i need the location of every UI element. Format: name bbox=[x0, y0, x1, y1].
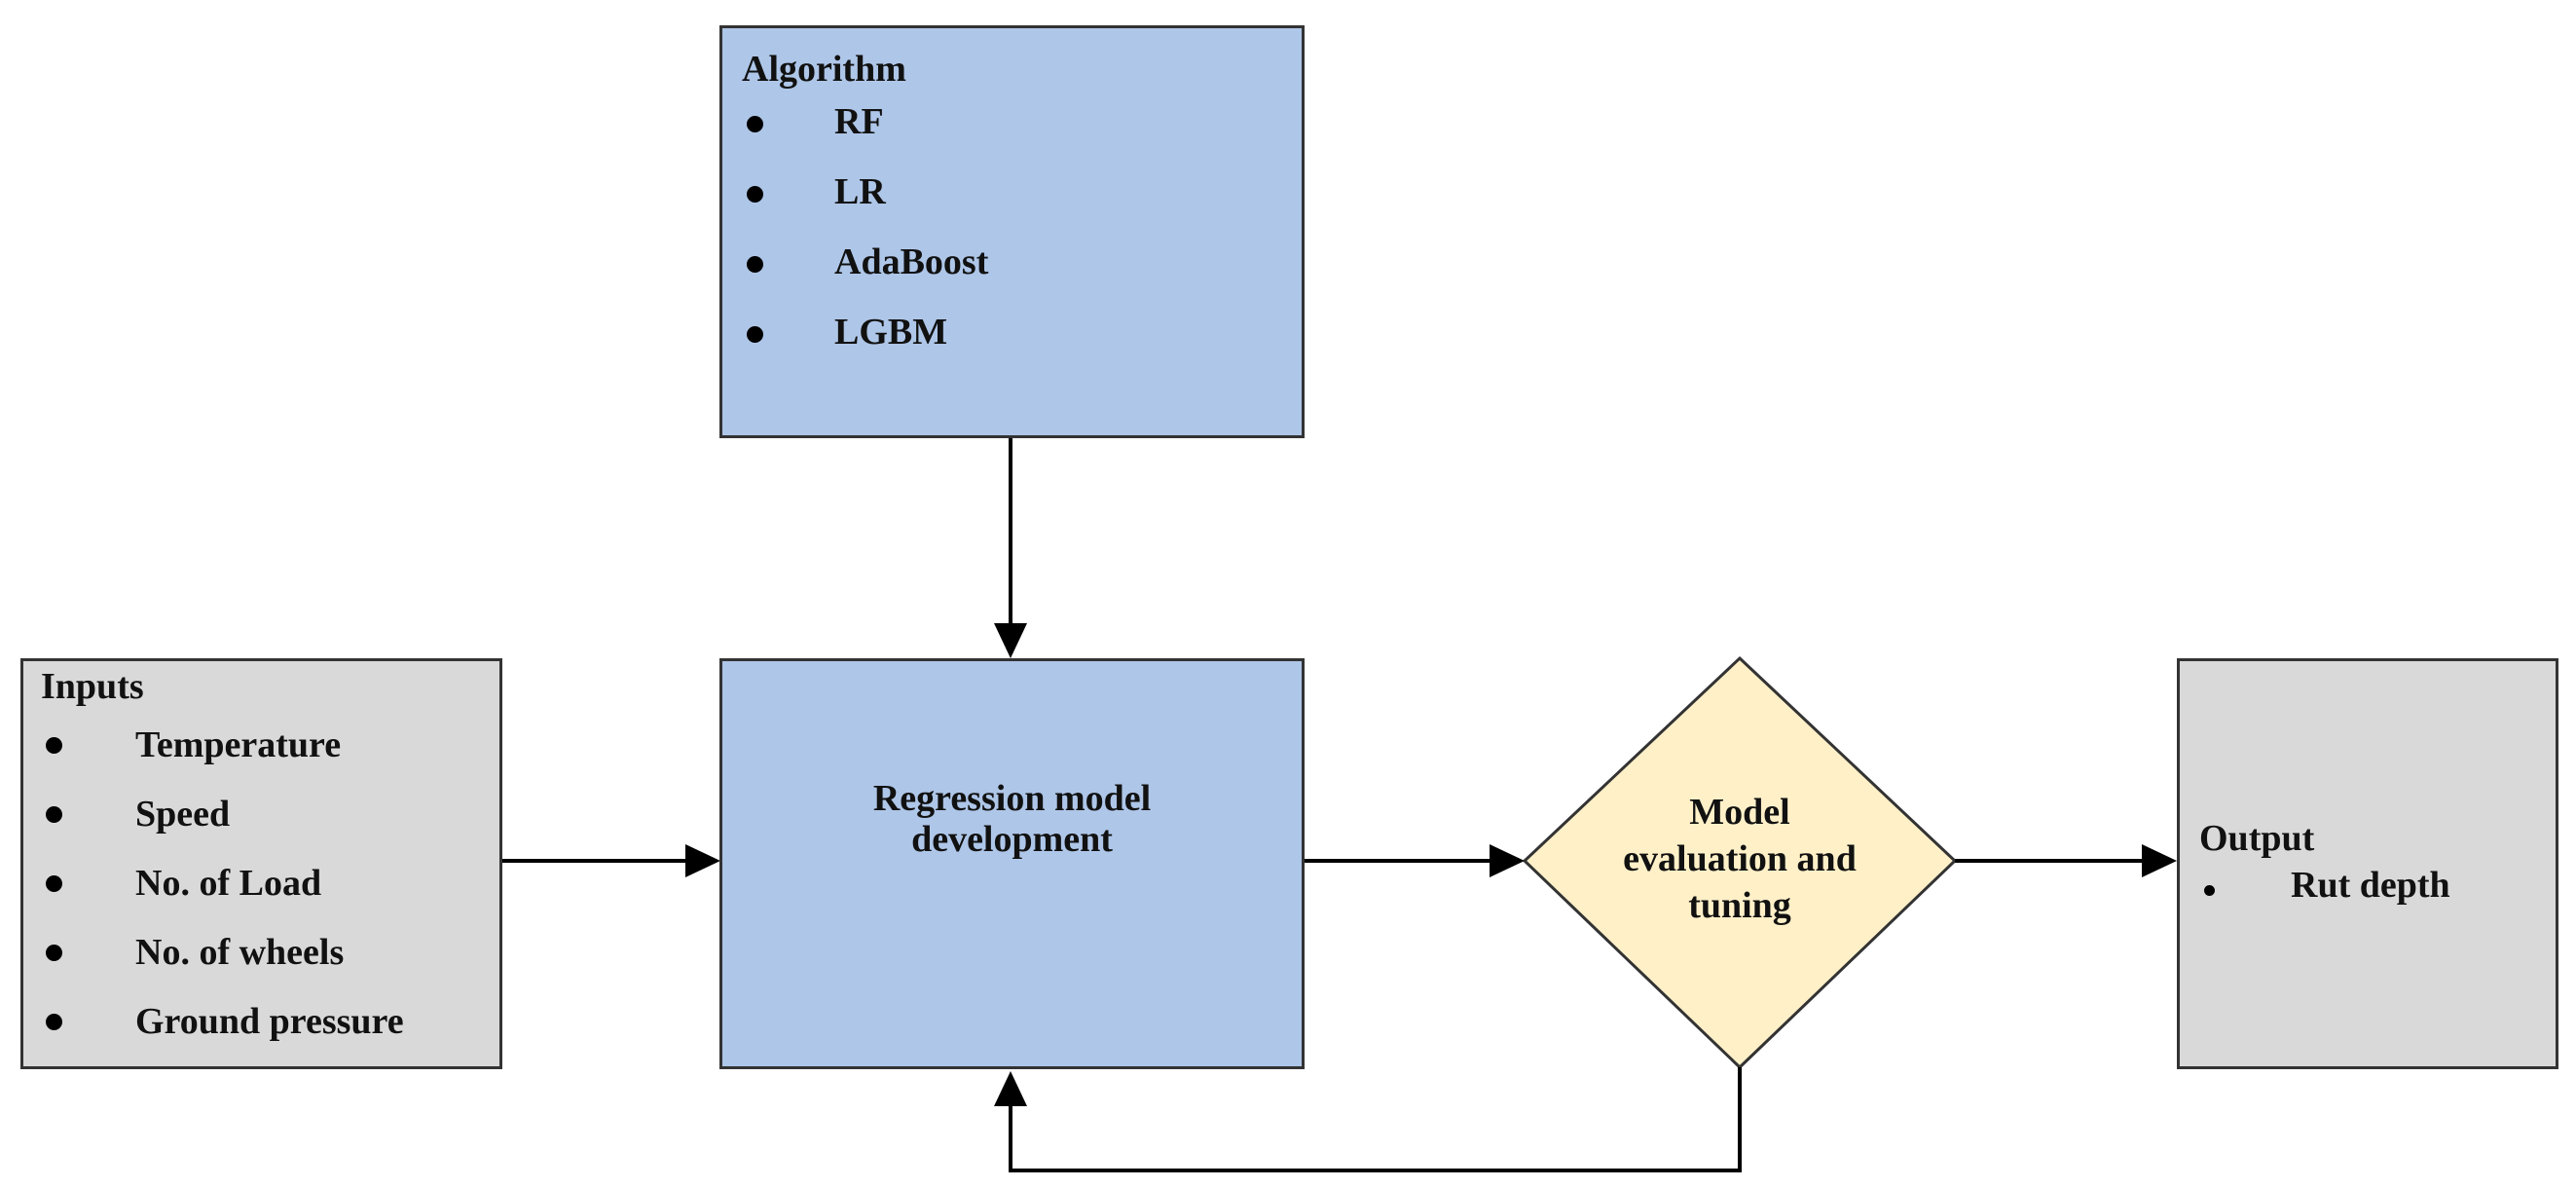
bullet-icon bbox=[46, 875, 62, 892]
arrowhead-feedback-loop bbox=[994, 1071, 1027, 1106]
bullet-icon bbox=[747, 326, 763, 343]
regression-model-label: Regression model development bbox=[872, 778, 1152, 860]
bullet-icon bbox=[46, 945, 62, 961]
arrow-feedback-loop bbox=[1009, 1067, 1742, 1172]
output-box: Output Rut depth bbox=[2177, 658, 2558, 1069]
regression-model-box: Regression model development bbox=[719, 658, 1305, 1069]
bullet-icon bbox=[747, 116, 763, 132]
algorithm-box: Algorithm RF LR AdaBoost LGBM bbox=[719, 25, 1305, 438]
arrowhead-decision-to-output bbox=[2142, 844, 2177, 877]
output-title: Output bbox=[2199, 818, 2315, 859]
bullet-icon bbox=[46, 1014, 62, 1030]
bullet-icon bbox=[747, 256, 763, 273]
bullet-icon bbox=[46, 806, 62, 823]
bullet-icon bbox=[747, 186, 763, 203]
arrowhead-model-to-decision bbox=[1490, 844, 1525, 877]
arrowhead-algorithm-to-model bbox=[994, 623, 1027, 658]
decision-label: Model evaluation and tuning bbox=[1623, 792, 1857, 926]
arrowhead-inputs-to-model bbox=[685, 844, 720, 877]
inputs-title: Inputs bbox=[41, 666, 144, 707]
inputs-box: Inputs Temperature Speed No. of Load No.… bbox=[20, 658, 502, 1069]
bullet-icon bbox=[46, 737, 62, 754]
bullet-icon bbox=[2204, 885, 2215, 896]
algorithm-title: Algorithm bbox=[742, 49, 906, 90]
